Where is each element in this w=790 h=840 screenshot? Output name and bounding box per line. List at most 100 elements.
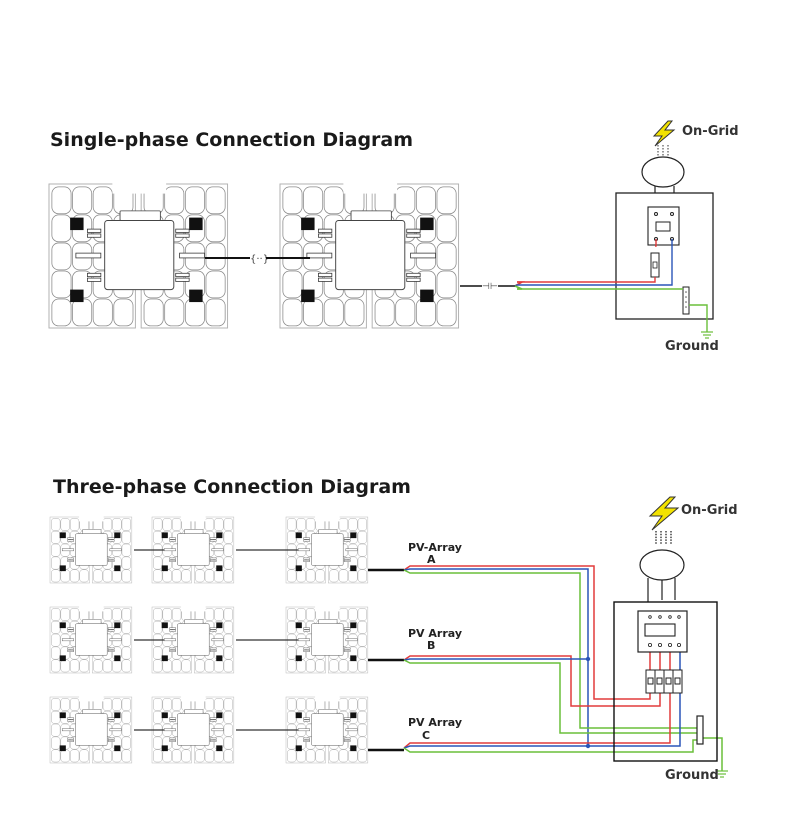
- junction-box: [59, 565, 66, 572]
- junction-box: [420, 217, 434, 231]
- micro-inverter: [75, 713, 108, 746]
- pv-array-b-label: PV Array: [408, 627, 462, 640]
- junction-box: [114, 565, 121, 572]
- junction-box: [216, 565, 223, 572]
- pv-unit: [49, 516, 133, 584]
- single-phase-grid-label: On-Grid: [682, 124, 739, 139]
- junction-box: [161, 655, 168, 662]
- junction-box: [59, 655, 66, 662]
- junction-box: [216, 712, 223, 719]
- junction-box: [216, 532, 223, 539]
- pv-unit: [151, 516, 235, 584]
- pv-array-row: [49, 516, 404, 584]
- ground-busbar: [682, 286, 690, 315]
- junction-box: [189, 289, 203, 303]
- junction-box: [216, 745, 223, 752]
- lightning-bolt-icon: [648, 496, 680, 531]
- junction-box: [216, 655, 223, 662]
- pv-array-a-letter: A: [427, 553, 436, 566]
- pv-unit: [49, 606, 133, 674]
- junction-box: [70, 217, 84, 231]
- junction-box: [114, 622, 121, 629]
- ground-icon: [701, 331, 713, 339]
- pv-unit: [285, 696, 369, 764]
- junction-box: [70, 289, 84, 303]
- three-phase-grid-label: On-Grid: [681, 503, 738, 518]
- junction-box: [59, 745, 66, 752]
- junction-box: [350, 712, 357, 719]
- svg-text:⊣⊢: ⊣⊢: [482, 282, 498, 292]
- junction-box: [295, 712, 302, 719]
- junction-box: [350, 745, 357, 752]
- pv-array-c-label: PV Array: [408, 716, 462, 729]
- micro-inverter: [311, 713, 344, 746]
- three-phase-wiring: [403, 565, 723, 771]
- single-phase-output-cable: ⊣⊢: [460, 281, 526, 292]
- three-phase-pv-units: [49, 516, 404, 764]
- utility-transformer: [641, 156, 685, 188]
- three-phase-title: Three-phase Connection Diagram: [53, 476, 411, 498]
- ground-icon: [716, 770, 728, 778]
- three-phase-ground-label: Ground: [665, 768, 719, 783]
- pv-array-labels: PV-Array A PV Array B PV Array C: [408, 541, 462, 742]
- pv-array-c-letter: C: [422, 729, 430, 742]
- pv-array-b-letter: B: [427, 639, 435, 652]
- micro-inverter: [335, 220, 406, 291]
- ground-busbar: [696, 715, 704, 745]
- single-phase-title: Single-phase Connection Diagram: [50, 129, 413, 151]
- utility-transformer: [639, 549, 685, 581]
- junction-box: [59, 622, 66, 629]
- junction-box: [216, 622, 223, 629]
- circuit-breakers: [645, 669, 683, 694]
- junction-box: [295, 655, 302, 662]
- junction-box: [59, 712, 66, 719]
- junction-box: [350, 532, 357, 539]
- three-phase-distribution-box: On-Grid Ground: [613, 496, 738, 783]
- single-phase-pv-units: [48, 182, 460, 329]
- micro-inverter: [177, 713, 210, 746]
- svg-text:{··}: {··}: [250, 254, 269, 265]
- junction-box: [59, 532, 66, 539]
- distribution-cabinet: [613, 601, 718, 762]
- junction-box: [350, 622, 357, 629]
- junction-box: [161, 565, 168, 572]
- pv-array-row: [49, 696, 404, 764]
- micro-inverter: [311, 533, 344, 566]
- junction-box: [295, 532, 302, 539]
- micro-inverter: [177, 533, 210, 566]
- pv-unit: [151, 696, 235, 764]
- junction-box: [161, 532, 168, 539]
- single-phase-unit-link: {··}: [205, 254, 310, 265]
- pv-array-row: [49, 606, 404, 674]
- pv-unit: [49, 696, 133, 764]
- junction-box: [114, 655, 121, 662]
- junction-box: [295, 565, 302, 572]
- junction-box: [114, 532, 121, 539]
- junction-box: [161, 622, 168, 629]
- junction-box: [301, 217, 315, 231]
- junction-box: [295, 745, 302, 752]
- micro-inverter: [177, 623, 210, 656]
- pv-array-a-label: PV-Array: [408, 541, 462, 554]
- junction-box: [295, 622, 302, 629]
- micro-inverter: [75, 623, 108, 656]
- micro-inverter: [75, 533, 108, 566]
- junction-box: [350, 655, 357, 662]
- junction-box: [420, 289, 434, 303]
- pv-unit: [48, 182, 229, 329]
- pv-unit: [151, 606, 235, 674]
- pv-unit: [279, 182, 460, 329]
- junction-box: [114, 712, 121, 719]
- junction-box: [114, 745, 121, 752]
- junction-box: [301, 289, 315, 303]
- lightning-bolt-icon: [652, 120, 676, 147]
- junction-box: [350, 565, 357, 572]
- pv-unit: [285, 606, 369, 674]
- junction-box: [189, 217, 203, 231]
- single-phase-ground-label: Ground: [665, 339, 719, 354]
- micro-inverter: [104, 220, 175, 291]
- micro-inverter: [311, 623, 344, 656]
- junction-box: [161, 712, 168, 719]
- pv-unit: [285, 516, 369, 584]
